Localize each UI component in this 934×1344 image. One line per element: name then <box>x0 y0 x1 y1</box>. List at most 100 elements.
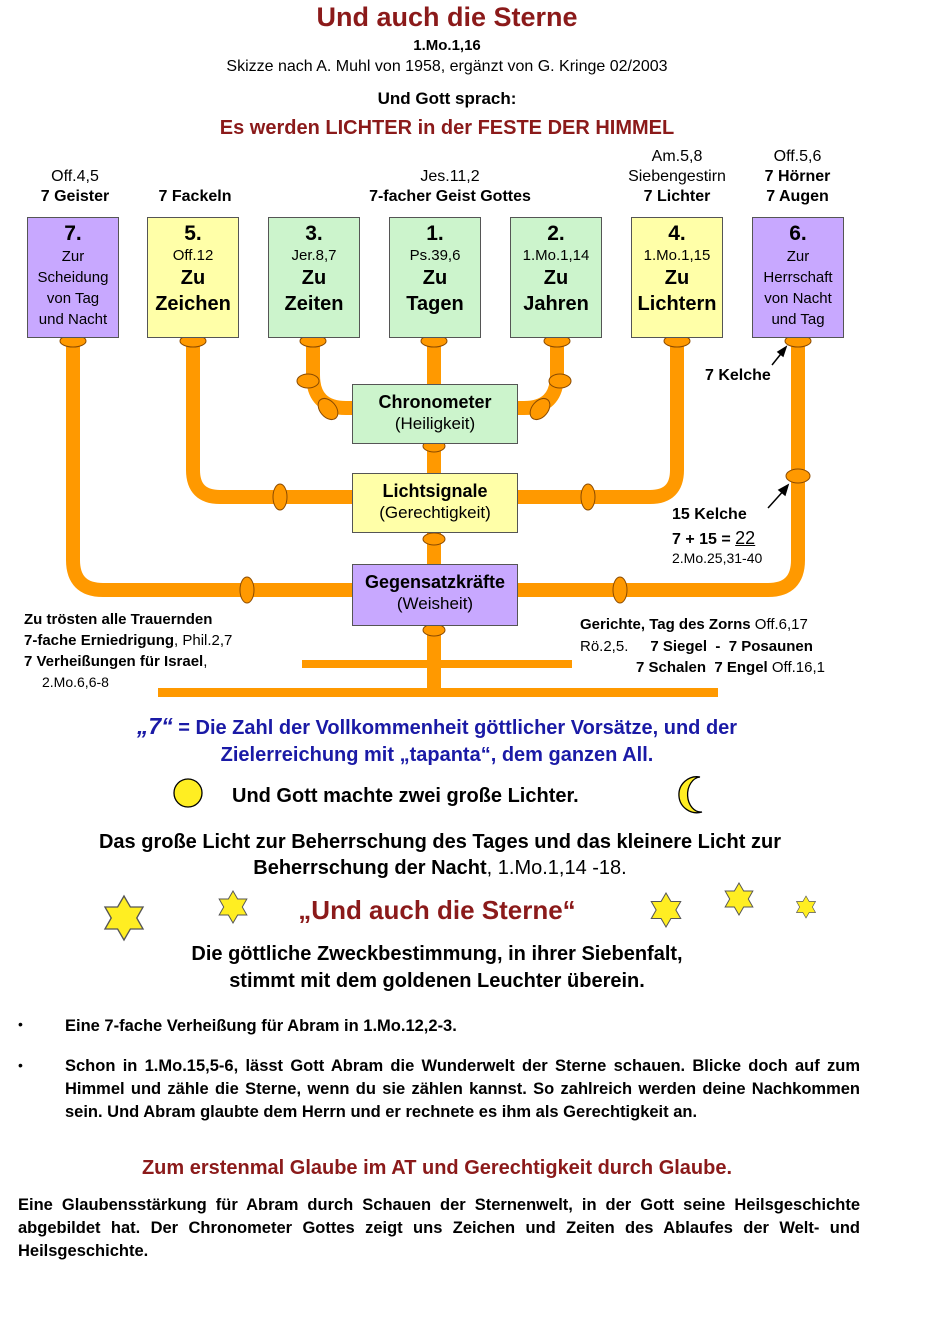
knop <box>612 576 628 604</box>
right-note-normal: Off.16,1 <box>767 659 825 676</box>
kelche-sum: 7 + 15 = 22 <box>672 528 755 549</box>
knop <box>422 532 446 546</box>
purpose-line2: stimmt mit dem goldenen Leuchter überein… <box>229 970 645 992</box>
lamp-text: Zur <box>61 248 85 265</box>
lamp-text: und Tag <box>771 311 825 328</box>
left-note-line3: 7 Verheißungen für Israel, <box>24 653 207 670</box>
lamp6-label-horns: 7 Hörner <box>764 168 831 185</box>
lamp-6-dominion: 6. Zur Herrschaft von Nacht und Tag <box>752 217 844 338</box>
lamp-text: und Nacht <box>38 311 108 328</box>
lamp-reference: Ps.39,6 <box>409 247 461 264</box>
page-title: Und auch die Sterne <box>316 2 578 32</box>
lamp-text: Jahren <box>523 293 589 315</box>
lamp7-reference: Off.4,5 <box>51 168 99 185</box>
great-light-line1: Das große Licht zur Beherrschung des Tag… <box>98 831 781 853</box>
knop <box>529 397 551 421</box>
right-note-normal: Off.6,17 <box>750 616 808 633</box>
lamp4-label: 7 Lichter <box>643 188 711 205</box>
lamp-text: Herrschaft <box>763 269 833 286</box>
lamp-reference: 1.Mo.1,14 <box>522 247 590 264</box>
knop <box>239 576 255 604</box>
seven-equals: = <box>172 717 196 739</box>
lamp-reference: Off.12 <box>172 247 214 264</box>
hub-title: Chronometer <box>378 392 492 412</box>
lamp-text: Zu <box>180 267 206 289</box>
lamp-text: Zu <box>543 267 569 289</box>
kelche-reference: 2.Mo.25,31-40 <box>672 550 763 566</box>
right-note-line1: Gerichte, Tag des Zorns Off.6,17 <box>580 616 808 633</box>
lamp-text: Zu <box>664 267 690 289</box>
hub-chronometer: Chronometer (Heiligkeit) <box>352 384 518 444</box>
purpose-line1: Die göttliche Zweckbestimmung, in ihrer … <box>191 943 683 965</box>
lamp-1-days: 1. Ps.39,6 Zu Tagen <box>389 217 481 338</box>
knop <box>785 468 811 484</box>
closing-paragraph: Eine Glaubensstärkung für Abram durch Sc… <box>18 1196 860 1260</box>
god-spoke-line: Und Gott sprach: <box>377 89 517 108</box>
left-note-normal: , <box>203 653 208 670</box>
seven-mark: „7“ <box>136 713 173 739</box>
hub-gegensatzkraefte: Gegensatzkräfte (Weisheit) <box>352 564 518 626</box>
lamp-number: 1. <box>426 222 444 245</box>
knop <box>272 483 288 511</box>
right-note-bold: 7 Siegel - 7 Posaunen <box>650 638 813 655</box>
lamp-number: 2. <box>547 222 565 245</box>
lamp-text: Zeiten <box>284 293 344 315</box>
lamp6-label-eyes: 7 Augen <box>766 188 829 205</box>
left-note-bold: 7 Verheißungen für Israel <box>24 653 204 670</box>
lamp-text: Scheidung <box>37 269 109 286</box>
lamp-3-seasons: 3. Jer.8,7 Zu Zeiten <box>268 217 360 338</box>
knop <box>296 373 320 389</box>
bullet-marker: • <box>18 1016 23 1032</box>
lamp4-reference: Am.5,8 <box>651 148 703 165</box>
lamp-text: Zur <box>786 248 810 265</box>
seven-statement-line2: Zielerreichung mit „tapanta“, dem ganzen… <box>220 744 654 766</box>
sum-prefix: 7 + 15 = <box>672 531 736 548</box>
arrow-head <box>776 345 788 358</box>
lamp5-label: 7 Fackeln <box>158 188 232 205</box>
lamp-text: Tagen <box>406 293 464 315</box>
moon-icon <box>678 776 703 814</box>
center-label: 7-facher Geist Gottes <box>369 188 531 205</box>
lights-quote: Es werden LICHTER in der FESTE DER HIMME… <box>219 117 675 139</box>
arrow-head <box>777 483 790 497</box>
lamp-text: Zu <box>301 267 327 289</box>
right-note-bold: Gerichte, Tag des Zorns <box>580 616 751 633</box>
lamp-reference: Jer.8,7 <box>291 247 337 264</box>
lamp-number: 4. <box>668 222 686 245</box>
lamp-2-years: 2. 1.Mo.1,14 Zu Jahren <box>510 217 602 338</box>
left-note-line4: 2.Mo.6,6-8 <box>42 674 109 690</box>
sum-value: 22 <box>735 528 756 548</box>
left-note-line1: Zu trösten alle Trauernden <box>24 611 213 628</box>
lamp-text: Zu <box>422 267 448 289</box>
lamp-7-separation: 7. Zur Scheidung von Tag und Nacht <box>27 217 119 338</box>
bullet-item-2: Schon in 1.Mo.15,5-6, lässt Gott Abram d… <box>65 1057 860 1121</box>
great-light-bold: Beherrschung der Nacht <box>253 857 487 879</box>
kelche-15-label: 15 Kelche <box>672 506 747 523</box>
right-note-normal: Rö.2,5. <box>580 638 629 655</box>
great-light-line2: Beherrschung der Nacht, 1.Mo.1,14 -18. <box>0 854 880 882</box>
base-bar-lower <box>158 688 718 697</box>
great-light-reference: , 1.Mo.1,14 -18. <box>486 857 627 879</box>
knop <box>317 397 339 421</box>
left-note-normal: , Phil.2,7 <box>174 632 233 649</box>
lamp-text: von Nacht <box>764 290 832 307</box>
left-note-line2: 7-fache Erniedrigung, Phil.2,7 <box>24 632 232 649</box>
lamp-number: 7. <box>64 222 82 245</box>
lamp-number: 5. <box>184 222 202 245</box>
seven-statement-line1: „7“ = Die Zahl der Vollkommenheit göttli… <box>0 712 874 742</box>
hub-lichtsignale: Lichtsignale (Gerechtigkeit) <box>352 473 518 533</box>
hub-title: Gegensatzkräfte <box>364 572 506 592</box>
right-note-line3: 7 Schalen 7 Engel Off.16,1 <box>636 659 825 676</box>
base-bar-upper <box>302 660 572 668</box>
right-note-bold: 7 Schalen 7 Engel <box>636 659 768 676</box>
lamp-5-signs: 5. Off.12 Zu Zeichen <box>147 217 239 338</box>
bullet-marker: • <box>18 1057 23 1073</box>
lamp4-sublabel: Siebengestirn <box>628 168 726 185</box>
lamp6-reference: Off.5,6 <box>773 148 822 165</box>
lamp7-label: 7 Geister <box>40 188 110 205</box>
lamp-4-lights: 4. 1.Mo.1,15 Zu Lichtern <box>631 217 723 338</box>
sun-icon <box>173 778 203 808</box>
knop <box>580 483 596 511</box>
right-note-line2: Rö.2,5. 7 Siegel - 7 Posaunen <box>580 638 813 655</box>
stars-heading: „Und auch die Sterne“ <box>298 895 576 925</box>
